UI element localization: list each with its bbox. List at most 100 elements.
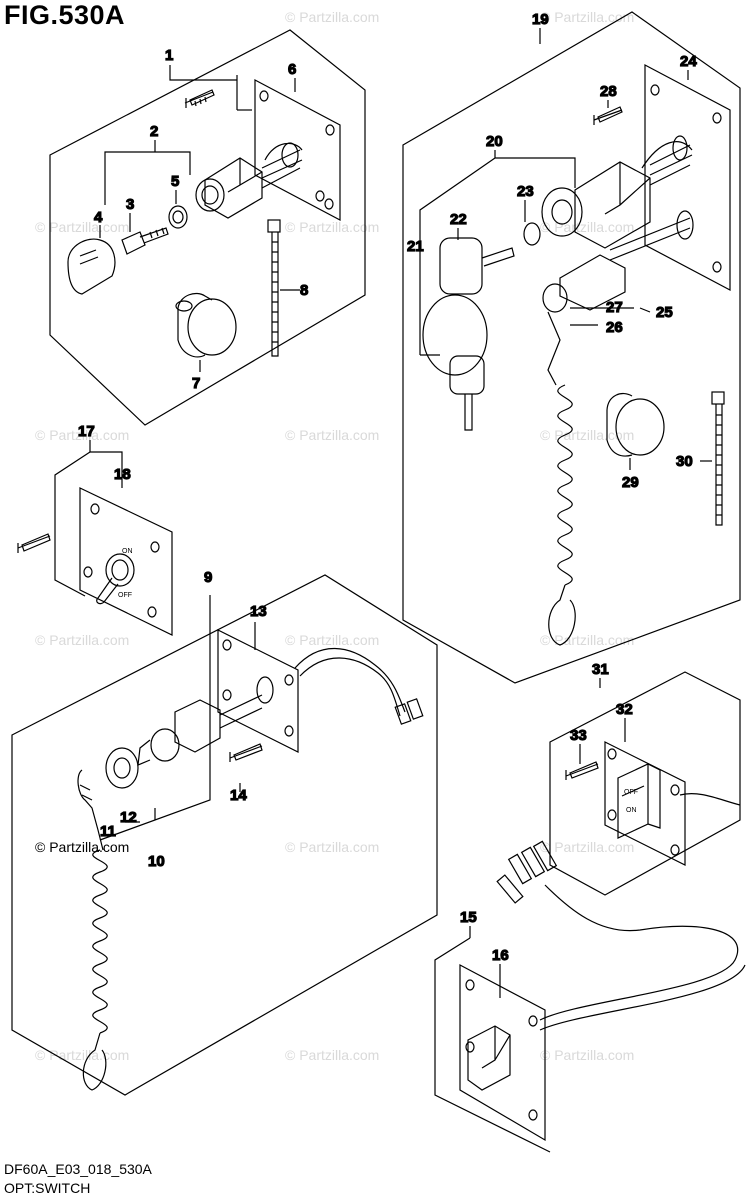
callout-26: 26 <box>606 319 623 336</box>
group-15-frame <box>434 937 551 1153</box>
callout-21: 21 <box>407 238 424 255</box>
callout-32: 32 <box>616 701 633 718</box>
coil-cord-icon <box>548 384 576 646</box>
callout-25: 25 <box>656 304 673 321</box>
figure-title: FIG.530A <box>4 0 126 30</box>
callout-33: 33 <box>570 727 587 744</box>
watermark: © Partzilla.com <box>540 839 634 855</box>
group-17-kit: ON OFF 17 18 <box>17 422 173 636</box>
o-ring-23 <box>523 222 541 246</box>
watermark: © Partzilla.com <box>285 219 379 235</box>
group-31-frame <box>549 671 741 896</box>
watermark: © Partzilla.com <box>540 632 634 648</box>
cable-tie-8 <box>267 219 281 357</box>
watermark: © Partzilla.com <box>35 219 129 235</box>
group-1-frame <box>49 29 366 426</box>
callout-28: 28 <box>600 83 617 100</box>
rocker-off-label: OFF <box>624 789 638 796</box>
key-3 <box>121 227 169 255</box>
callout-4: 4 <box>94 209 103 226</box>
watermark: © Partzilla.com <box>540 219 634 235</box>
watermark: © Partzilla.com <box>35 1047 129 1063</box>
callout-13: 13 <box>250 603 267 620</box>
toggle-on-label: ON <box>122 548 133 555</box>
watermark: © Partzilla.com <box>285 632 379 648</box>
cable-tie-30 <box>711 391 725 526</box>
callout-29: 29 <box>622 474 639 491</box>
key-switch-body <box>195 142 303 219</box>
group-19-kit: 19 20 21 22 23 24 25 26 27 28 29 30 <box>402 10 741 684</box>
lanyard-clip-11 <box>77 769 104 851</box>
watermark: © Partzilla.com <box>285 9 379 25</box>
callout-18: 18 <box>114 466 131 483</box>
callout-19: 19 <box>532 11 549 28</box>
screw-icon <box>593 106 623 125</box>
screw-icon <box>184 89 215 108</box>
key-set-21 <box>422 237 515 431</box>
watermark: © Partzilla.com <box>285 1047 379 1063</box>
callout-7: 7 <box>192 375 200 392</box>
mount-plate-16 <box>459 964 546 1142</box>
group-9-kit: 9 10 11 12 13 14 <box>11 568 438 1096</box>
coil-cord-icon <box>82 849 108 1091</box>
watermark: © Partzilla.com <box>35 427 129 443</box>
group-17-frame <box>55 438 122 472</box>
callout-24: 24 <box>680 53 697 70</box>
mount-plate-18 <box>79 487 173 636</box>
group-17-frame <box>54 451 91 597</box>
callout-1: 1 <box>165 47 173 64</box>
cap-4 <box>67 238 116 295</box>
callout-31: 31 <box>592 661 609 678</box>
watermark-dark: © Partzilla.com <box>35 839 129 855</box>
group-31-kit: OFF ON 31 32 33 <box>549 660 741 896</box>
watermark: © Partzilla.com <box>540 9 634 25</box>
screw-icon <box>565 761 599 780</box>
callout-15: 15 <box>460 909 477 926</box>
callout-20: 20 <box>486 133 503 150</box>
callout-3: 3 <box>126 196 134 213</box>
callout-11: 11 <box>100 823 116 840</box>
callout-16: 16 <box>492 947 509 964</box>
key-switch-body-20 <box>541 141 693 261</box>
callout-9: 9 <box>204 569 212 586</box>
rocker-on-label: ON <box>626 807 637 814</box>
watermark: © Partzilla.com <box>35 632 129 648</box>
callout-23: 23 <box>517 183 534 200</box>
callout-27: 27 <box>606 299 623 316</box>
cap-29 <box>606 392 665 457</box>
watermark: © Partzilla.com <box>285 427 379 443</box>
watermark-group: © Partzilla.com © Partzilla.com © Partzi… <box>35 9 634 1063</box>
group-1-kit: 1 2 3 4 5 6 7 8 <box>49 29 366 426</box>
callout-5: 5 <box>171 173 179 190</box>
screw-icon <box>17 533 51 553</box>
callout-14: 14 <box>230 787 247 804</box>
push-switch-icon <box>467 1025 511 1091</box>
callout-10: 10 <box>148 853 165 870</box>
callout-8: 8 <box>300 282 308 299</box>
mount-plate-24 <box>644 64 731 291</box>
nut-12 <box>105 747 139 789</box>
wire-harness <box>496 840 746 1031</box>
rocker-switch-icon <box>617 763 661 839</box>
toggle-switch-icon <box>96 553 135 605</box>
callout-17: 17 <box>78 423 95 440</box>
toggle-off-label: OFF <box>118 592 132 599</box>
mount-plate-6 <box>254 79 341 221</box>
wire-harness <box>294 647 424 725</box>
callout-12: 12 <box>120 809 137 826</box>
watermark: © Partzilla.com <box>540 1047 634 1063</box>
figure-name: OPT:SWITCH <box>4 1180 91 1196</box>
lanyard-switch-10 <box>137 694 263 766</box>
group-9-frame <box>11 574 438 1096</box>
group-19-frame <box>402 11 741 684</box>
callout-22: 22 <box>450 211 467 228</box>
parts-diagram: © Partzilla.com © Partzilla.com © Partzi… <box>11 9 746 1153</box>
callout-6: 6 <box>288 61 296 78</box>
callout-2: 2 <box>150 123 158 140</box>
mount-plate-13 <box>217 629 299 753</box>
screw-icon <box>229 743 263 762</box>
group-15-kit: 15 16 <box>434 840 746 1153</box>
watermark: © Partzilla.com <box>540 427 634 443</box>
o-ring-5 <box>168 205 188 229</box>
callout-30: 30 <box>676 453 693 470</box>
